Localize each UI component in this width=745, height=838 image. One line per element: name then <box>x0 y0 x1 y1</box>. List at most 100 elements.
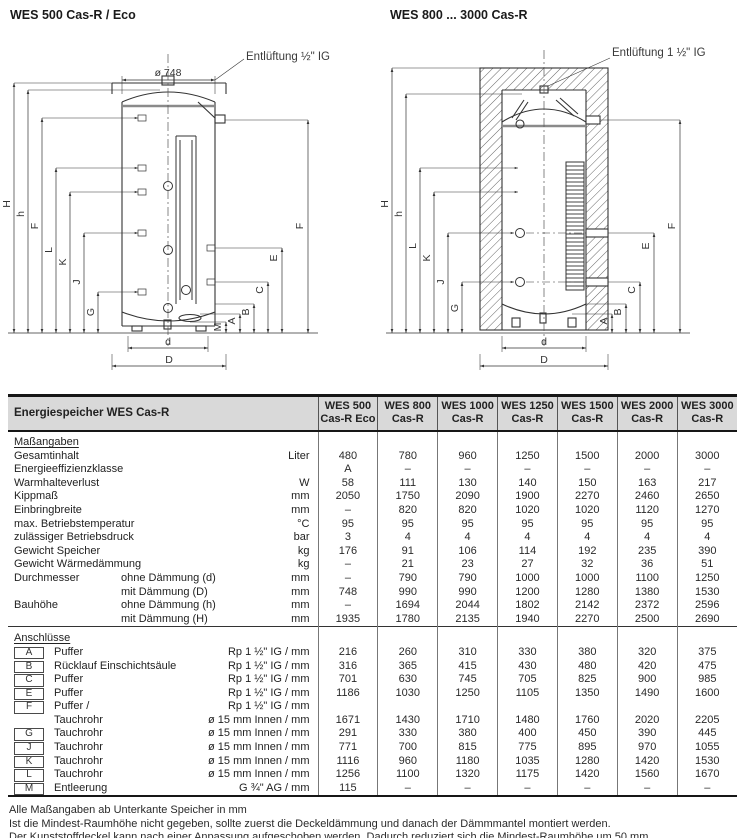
tank-diagram-wes800-3000: Entlüftung 1 ½" IG H h L K J G F E C B A… <box>379 47 706 370</box>
value-cell: 51 <box>676 558 737 572</box>
value-cell: 1380 <box>616 585 678 600</box>
axis-fittings <box>515 228 525 287</box>
value-cell <box>676 431 737 450</box>
value-cell <box>377 431 438 450</box>
value-cell <box>497 700 558 714</box>
value-cell: – <box>616 463 678 477</box>
dimension-lines <box>8 58 318 370</box>
dimension-lines <box>386 57 690 370</box>
value-cell: 365 <box>377 659 438 674</box>
value-cell: 1250 <box>676 571 737 586</box>
value-cell: 1560 <box>616 768 678 782</box>
value-cell: 217 <box>676 476 737 491</box>
value-cell: 375 <box>676 645 737 660</box>
value-cell: 32 <box>556 558 618 572</box>
svg-text:A: A <box>598 317 610 324</box>
footnote-line: Alle Maßangaben ab Unterkante Speicher i… <box>9 804 247 817</box>
value-cell: 745 <box>437 673 498 687</box>
value-cell: 1035 <box>497 754 558 769</box>
svg-text:M: M <box>212 323 224 332</box>
value-cell: 1320 <box>437 768 498 782</box>
svg-text:E: E <box>640 242 652 249</box>
value-cell: 1750 <box>377 490 438 504</box>
value-cell: 3000 <box>676 449 737 464</box>
dimension-letters: H h F L K J G F E C B A M d D <box>1 200 306 366</box>
vent-label: Entlüftung 1 ½" IG <box>612 47 706 59</box>
value-cell: 2135 <box>437 612 498 627</box>
value-cell: 960 <box>437 449 498 464</box>
value-cell: – <box>317 558 378 572</box>
svg-text:H: H <box>379 200 391 208</box>
section-heading-row: Anschlüsse <box>8 626 737 646</box>
value-cell: 95 <box>377 517 438 532</box>
table-title: Energiespeicher WES Cas-R <box>8 395 318 432</box>
tank-outline <box>111 75 227 332</box>
value-cell: 1935 <box>317 612 378 627</box>
svg-text:F: F <box>294 223 306 229</box>
value-cell: 2500 <box>616 612 678 627</box>
value-cell <box>317 626 378 646</box>
value-cell: 95 <box>676 517 737 532</box>
value-cell: 815 <box>437 741 498 755</box>
value-cell: 420 <box>616 659 678 674</box>
stratification-column <box>175 135 197 304</box>
value-cell: 1900 <box>497 490 558 504</box>
svg-text:F: F <box>29 223 41 229</box>
row-label-cell: max. Betriebstemperatur°C <box>14 517 310 530</box>
value-cell: 480 <box>317 449 378 464</box>
value-cell <box>616 431 678 450</box>
svg-text:B: B <box>612 308 624 315</box>
value-cell: 1200 <box>497 585 558 600</box>
value-cell: 1020 <box>556 503 618 518</box>
value-cell: 4 <box>676 531 737 545</box>
connection-key-A: A <box>14 646 44 660</box>
value-cell: 1710 <box>437 713 498 728</box>
value-cell: 1250 <box>437 686 498 701</box>
value-cell: – <box>497 781 558 797</box>
value-cell: 415 <box>437 659 498 674</box>
connection-key-F: F <box>14 701 44 714</box>
value-cell: 630 <box>377 673 438 687</box>
value-cell: 771 <box>317 741 378 755</box>
vent-label: Entlüftung ½" IG <box>246 51 330 63</box>
svg-text:G: G <box>85 308 97 316</box>
value-cell: 1100 <box>377 768 438 782</box>
value-cell: 2142 <box>556 599 618 613</box>
value-cell <box>317 700 378 714</box>
connection-key-C: C <box>14 674 44 687</box>
value-cell: 1270 <box>676 503 737 518</box>
svg-text:G: G <box>449 304 461 312</box>
value-cell: 1280 <box>556 585 618 600</box>
value-cell: 106 <box>437 544 498 559</box>
value-cell: 2372 <box>616 599 678 613</box>
value-cell: 1430 <box>377 713 438 728</box>
value-cell: 1280 <box>556 754 618 769</box>
svg-text:B: B <box>240 308 252 315</box>
value-cell: – <box>616 781 678 797</box>
value-cell: 2690 <box>676 612 737 627</box>
value-cell: 380 <box>437 727 498 742</box>
value-cell: 775 <box>497 741 558 755</box>
value-cell: 115 <box>317 781 378 797</box>
footnote-line: Der Kunststoffdeckel kann nach einer Anp… <box>9 831 652 838</box>
value-cell: 91 <box>377 544 438 559</box>
value-cell: 2650 <box>676 490 737 504</box>
value-cell: – <box>377 781 438 797</box>
value-cell: 990 <box>377 585 438 600</box>
value-cell: 825 <box>556 673 618 687</box>
svg-text:E: E <box>268 254 280 261</box>
svg-text:F: F <box>666 223 678 229</box>
value-cell: 970 <box>616 741 678 755</box>
value-cell: 330 <box>377 727 438 742</box>
value-cell <box>377 700 438 714</box>
row-label-cell: mit Dämmung (H)mm <box>121 612 310 625</box>
